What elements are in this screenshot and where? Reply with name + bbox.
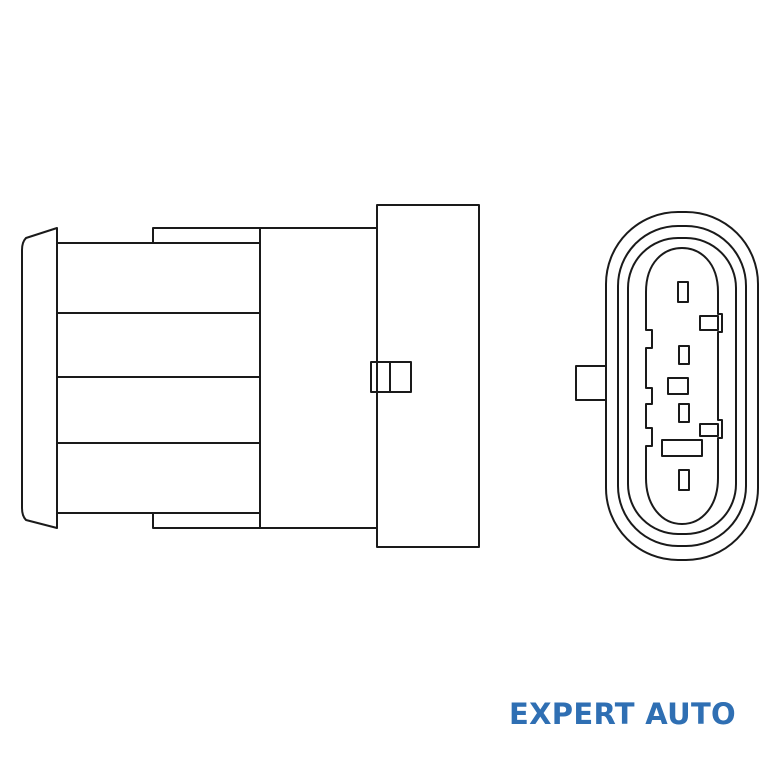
- pin-cavity-3: [678, 403, 690, 423]
- inner-cavity: [627, 237, 737, 535]
- top-latch-tab: [152, 227, 260, 243]
- ring-notch-lower: [699, 423, 719, 437]
- mid-housing: [259, 227, 378, 529]
- pin-cavity-wide: [661, 439, 703, 457]
- rear-lip: [21, 227, 58, 529]
- pin-cavity-1: [677, 281, 689, 303]
- pin-carrier: [645, 247, 723, 525]
- bottom-latch-tab: [152, 513, 260, 529]
- connector-front-view: [575, 211, 759, 561]
- pin-cavity-center: [667, 377, 689, 395]
- seal-ring: [617, 225, 747, 547]
- connector-side-view: [21, 204, 480, 548]
- outer-shell: [605, 211, 759, 561]
- front-locating-key: [575, 365, 607, 401]
- pin-cavity-4: [678, 469, 690, 491]
- expert-auto-watermark: EXPERT AUTO: [509, 697, 736, 731]
- pin-cavity-2: [678, 345, 690, 365]
- front-housing: [376, 204, 480, 548]
- ring-notch-upper: [699, 315, 719, 331]
